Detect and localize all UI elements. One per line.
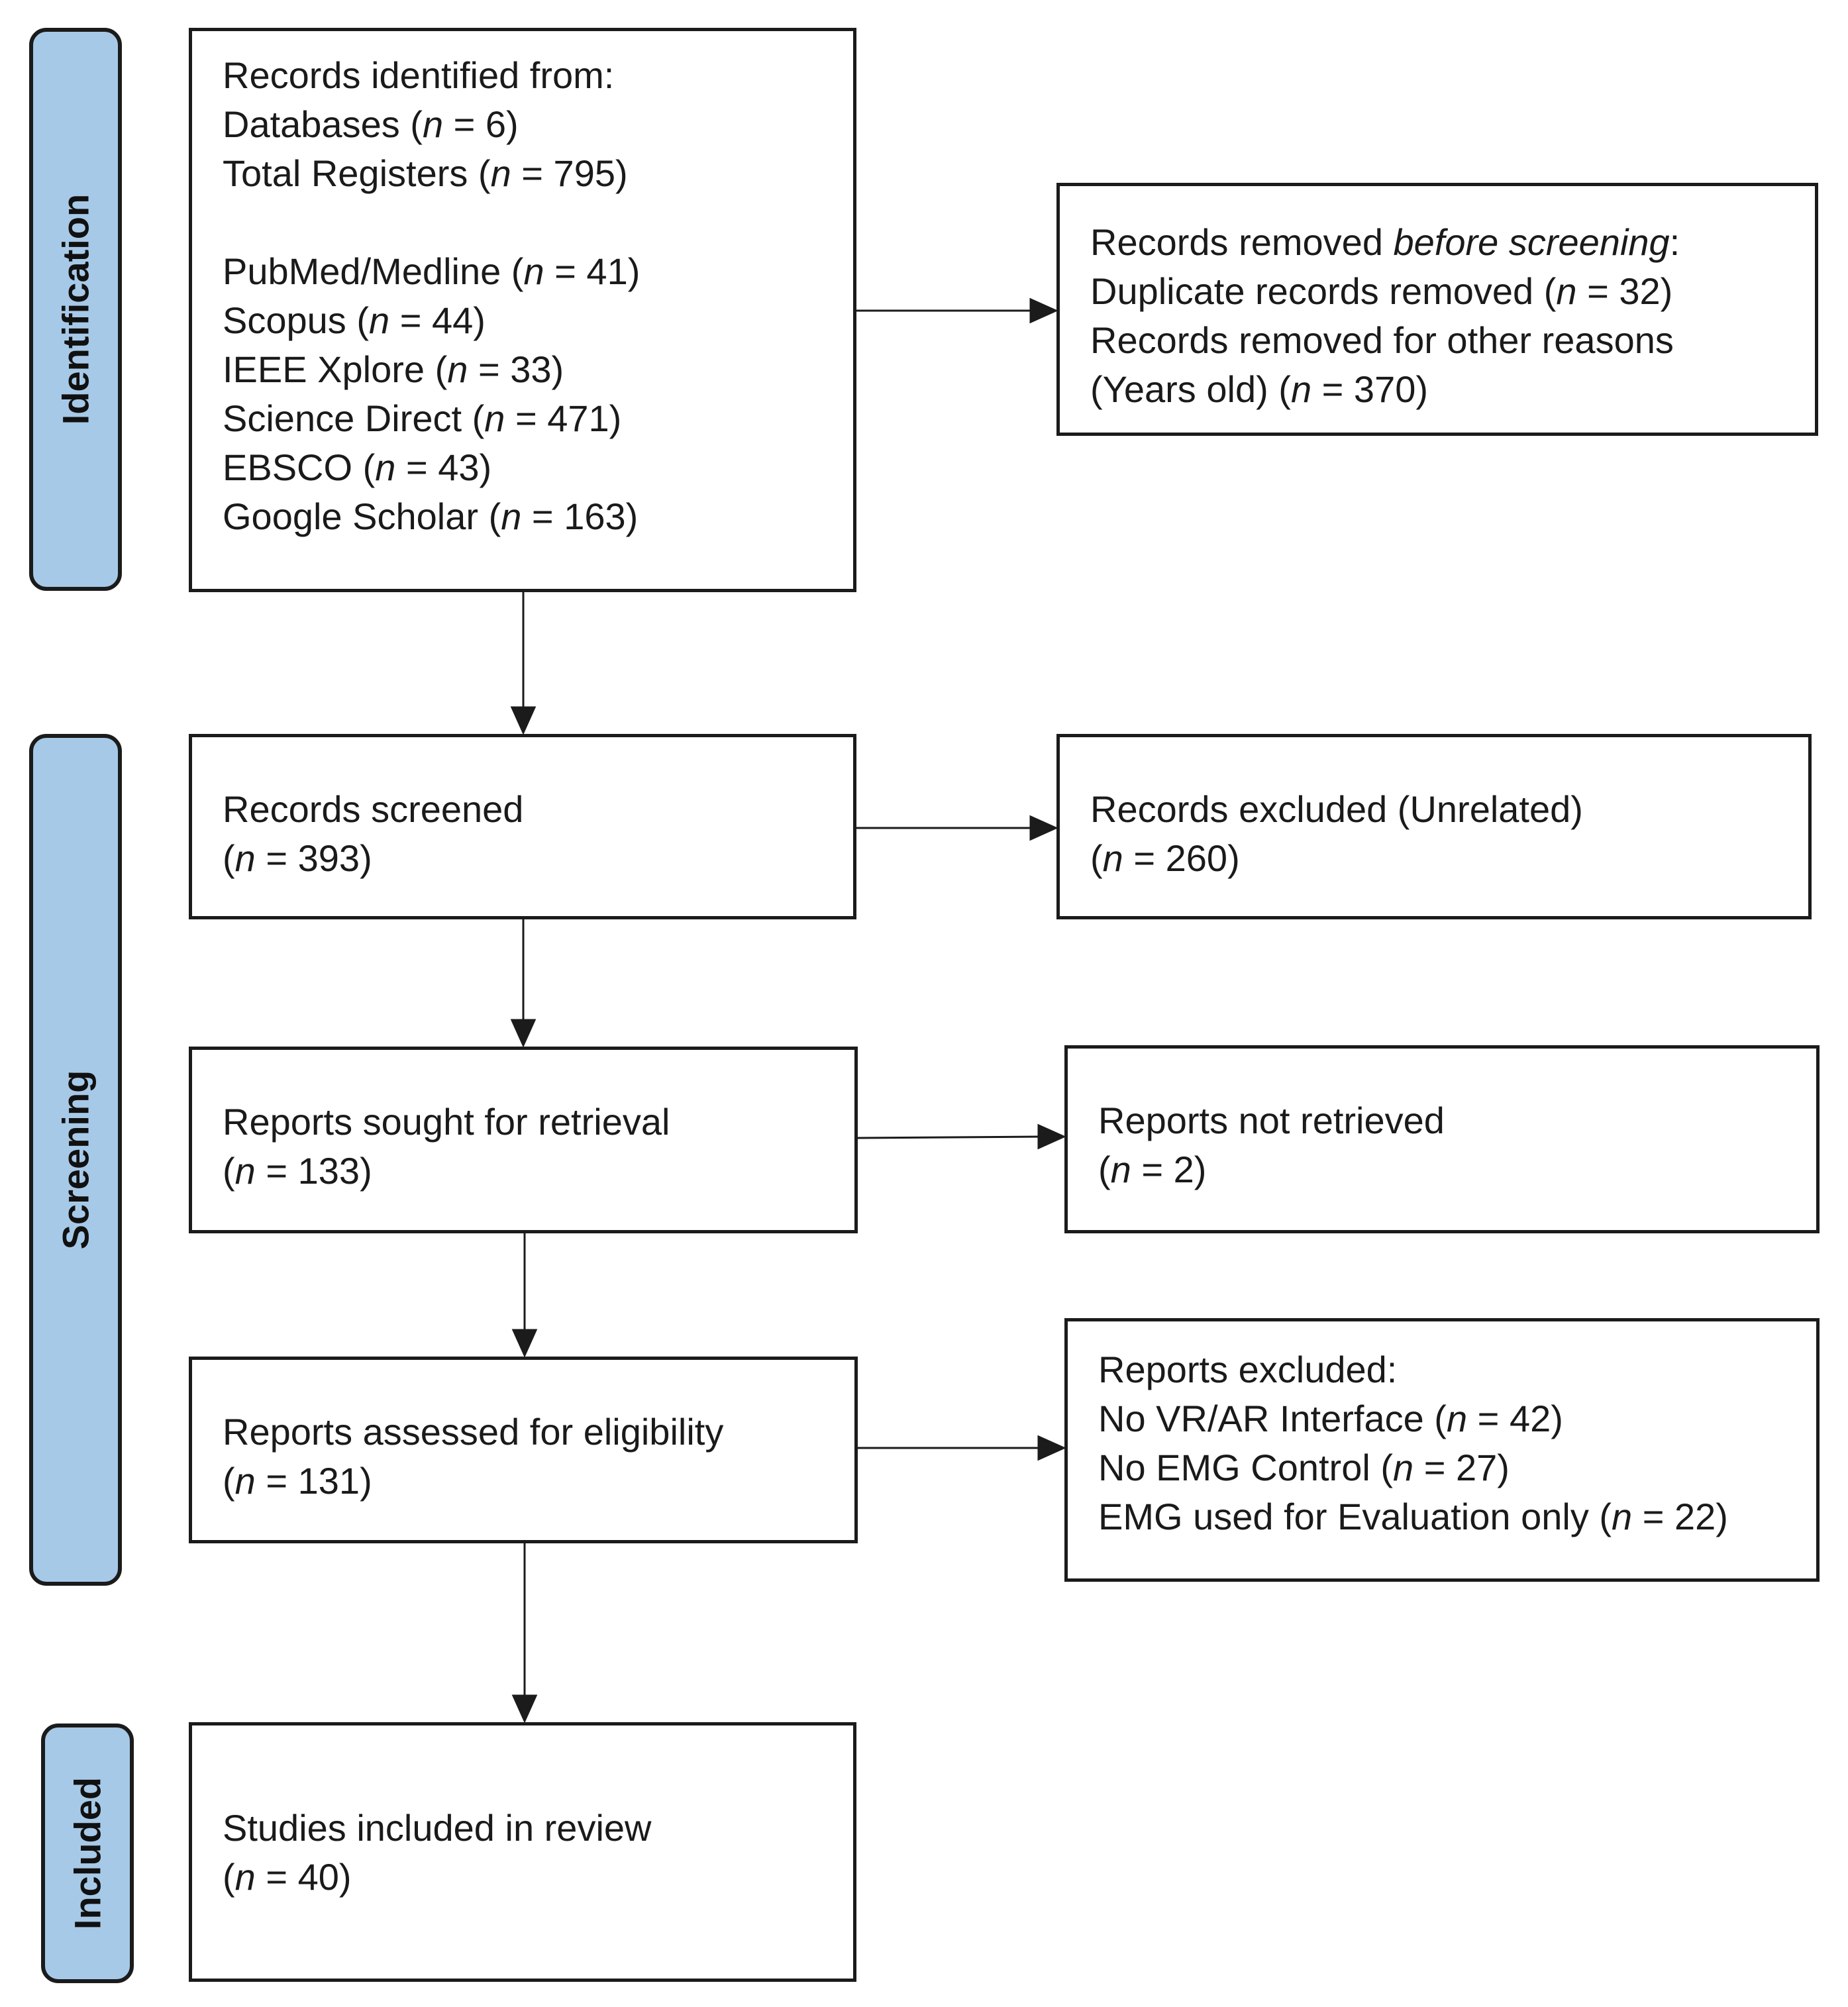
removed-heading: Records removed before screening: xyxy=(1090,221,1680,263)
phase-included: Included xyxy=(41,1724,134,1983)
assessed-count: (n = 131) xyxy=(223,1460,372,1502)
not-retrieved-title: Reports not retrieved xyxy=(1098,1100,1445,1141)
screened-title: Records screened xyxy=(223,788,524,830)
excluded-unrelated-title: Records excluded (Unrelated) xyxy=(1090,788,1583,830)
arrow-identified-to-screened-head xyxy=(510,706,537,735)
records-excluded-box: Records excluded (Unrelated) (n = 260) xyxy=(1056,734,1812,919)
phase-screening: Screening xyxy=(29,734,122,1586)
records-removed-box: Records removed before screening: Duplic… xyxy=(1056,183,1818,436)
screened-count: (n = 393) xyxy=(223,837,372,879)
arrow-screened-to-sought-head xyxy=(510,1019,537,1048)
source-ieee: IEEE Xplore (n = 33) xyxy=(223,348,564,390)
removed-other-reasons: Records removed for other reasons xyxy=(1090,319,1674,361)
arrow-sought-to-assessed-head xyxy=(511,1329,538,1358)
reports-sought-box: Reports sought for retrieval (n = 133) xyxy=(189,1047,858,1233)
reports-not-retrieved-box: Reports not retrieved (n = 2) xyxy=(1064,1045,1820,1233)
reason-emg-evaluation-only: EMG used for Evaluation only (n = 22) xyxy=(1098,1496,1728,1537)
arrow-sought-to-not-retrieved xyxy=(857,1135,1042,1139)
sought-title: Reports sought for retrieval xyxy=(223,1101,670,1143)
assessed-title: Reports assessed for eligibility xyxy=(223,1411,724,1453)
included-count: (n = 40) xyxy=(223,1856,352,1898)
phase-identification: Identification xyxy=(29,28,122,591)
source-google-scholar: Google Scholar (n = 163) xyxy=(223,495,639,537)
reports-assessed-box: Reports assessed for eligibility (n = 13… xyxy=(189,1357,858,1543)
arrow-assessed-to-included-head xyxy=(511,1694,538,1724)
arrow-assessed-to-excluded-head xyxy=(1037,1435,1066,1461)
reports-excluded-box: Reports excluded: No VR/AR Interface (n … xyxy=(1064,1318,1820,1582)
records-identified-box: Records identified from: Databases (n = … xyxy=(189,28,856,592)
studies-included-box: Studies included in review (n = 40) xyxy=(189,1722,856,1982)
reason-no-emg-control: No EMG Control (n = 27) xyxy=(1098,1447,1510,1488)
source-scopus: Scopus (n = 44) xyxy=(223,299,486,341)
arrow-identified-to-removed-head xyxy=(1029,297,1058,324)
sought-count: (n = 133) xyxy=(223,1150,372,1192)
excluded-unrelated-count: (n = 260) xyxy=(1090,837,1240,879)
records-screened-box: Records screened (n = 393) xyxy=(189,734,856,919)
arrow-sought-to-not-retrieved-head xyxy=(1037,1123,1066,1150)
removed-years-old: (Years old) (n = 370) xyxy=(1090,368,1429,410)
identified-databases: Databases (n = 6) xyxy=(223,103,519,145)
reason-no-vr-ar: No VR/AR Interface (n = 42) xyxy=(1098,1398,1563,1439)
identified-registers: Total Registers (n = 795) xyxy=(223,152,628,194)
arrow-screened-to-excluded-head xyxy=(1029,815,1058,841)
not-retrieved-count: (n = 2) xyxy=(1098,1149,1207,1190)
removed-duplicates: Duplicate records removed (n = 32) xyxy=(1090,270,1673,312)
source-pubmed: PubMed/Medline (n = 41) xyxy=(223,250,641,292)
identified-heading: Records identified from: xyxy=(223,54,615,96)
included-title: Studies included in review xyxy=(223,1807,652,1849)
source-sciencedirect: Science Direct (n = 471) xyxy=(223,397,622,439)
reports-excluded-heading: Reports excluded: xyxy=(1098,1349,1398,1390)
source-ebsco: EBSCO (n = 43) xyxy=(223,446,492,488)
